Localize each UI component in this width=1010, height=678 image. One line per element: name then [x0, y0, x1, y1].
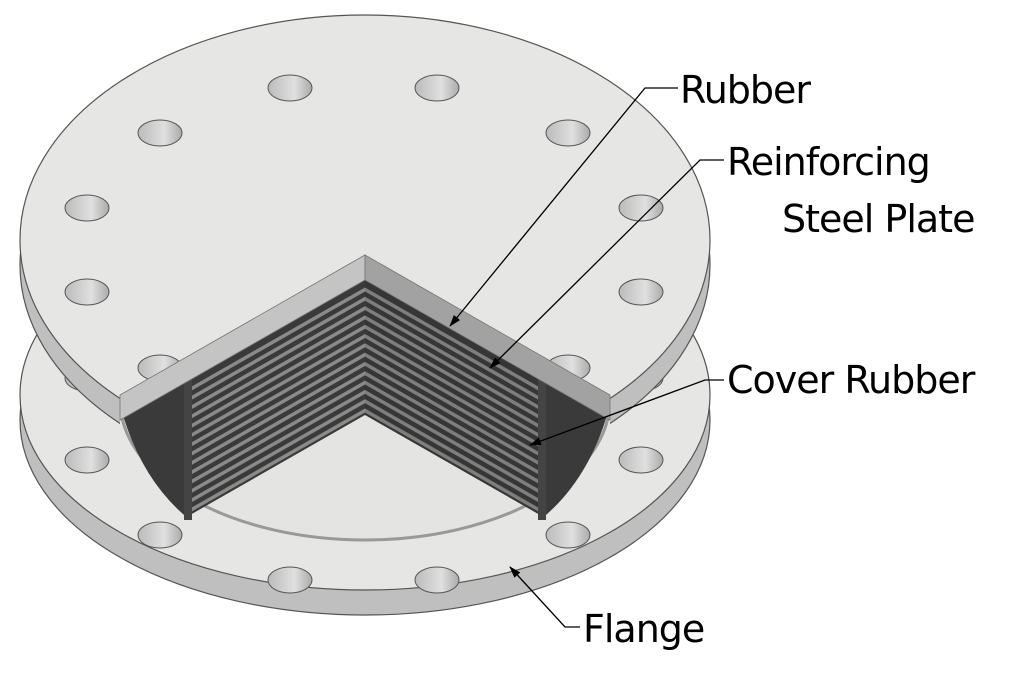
bolt-hole — [618, 446, 664, 474]
bolt-hole — [64, 278, 110, 306]
steel-plate — [190, 343, 365, 448]
bolt-hole — [64, 194, 110, 222]
label-flange: Flange — [583, 607, 704, 651]
bolt-hole — [137, 119, 183, 147]
steel-plate — [365, 306, 540, 411]
steel-plate — [365, 399, 540, 504]
steel-plate — [190, 408, 365, 513]
steel-plate — [365, 371, 540, 476]
label-steel-plate: Steel Plate — [782, 197, 974, 241]
bolt-hole — [267, 566, 313, 594]
steel-plate — [365, 315, 540, 420]
bolt-hole — [414, 74, 460, 102]
label-cover-rubber: Cover Rubber — [727, 358, 976, 402]
steel-plate — [365, 389, 540, 494]
leader-reinforcing — [489, 159, 724, 369]
bolt-hole — [618, 194, 664, 222]
leader-lines — [449, 87, 724, 628]
bolt-hole — [414, 566, 460, 594]
steel-plate — [365, 343, 540, 448]
label-rubber: Rubber — [680, 68, 811, 112]
steel-plate — [190, 361, 365, 466]
bolt-hole — [64, 446, 110, 474]
bolt-hole — [545, 119, 591, 147]
steel-plate — [365, 408, 540, 513]
steel-plate — [365, 296, 540, 401]
bolt-hole — [545, 521, 591, 549]
steel-plate — [190, 380, 365, 485]
steel-plate — [190, 315, 365, 420]
top-flange-cut-right — [364, 254, 611, 421]
steel-plate — [190, 334, 365, 438]
leader-rubber — [449, 87, 678, 327]
bolt-hole — [618, 278, 664, 306]
steel-plate — [365, 380, 540, 485]
leader-cover-rubber — [529, 379, 724, 446]
label-reinforcing: Reinforcing — [727, 140, 930, 184]
steel-plates — [190, 287, 540, 513]
steel-plate — [190, 389, 365, 494]
steel-plate — [190, 399, 365, 504]
steel-plate — [365, 361, 540, 466]
steel-plate — [365, 324, 540, 429]
steel-plate — [190, 371, 365, 476]
bolt-hole — [137, 521, 183, 549]
steel-plate — [190, 296, 365, 401]
bearing-core — [120, 280, 610, 520]
steel-plate — [365, 334, 540, 438]
steel-plate — [190, 287, 365, 392]
bolt-hole — [267, 74, 313, 102]
leader-flange — [509, 566, 580, 628]
steel-plate — [190, 352, 365, 457]
steel-plate — [190, 324, 365, 429]
steel-plate — [190, 306, 365, 411]
steel-plate — [365, 352, 540, 457]
